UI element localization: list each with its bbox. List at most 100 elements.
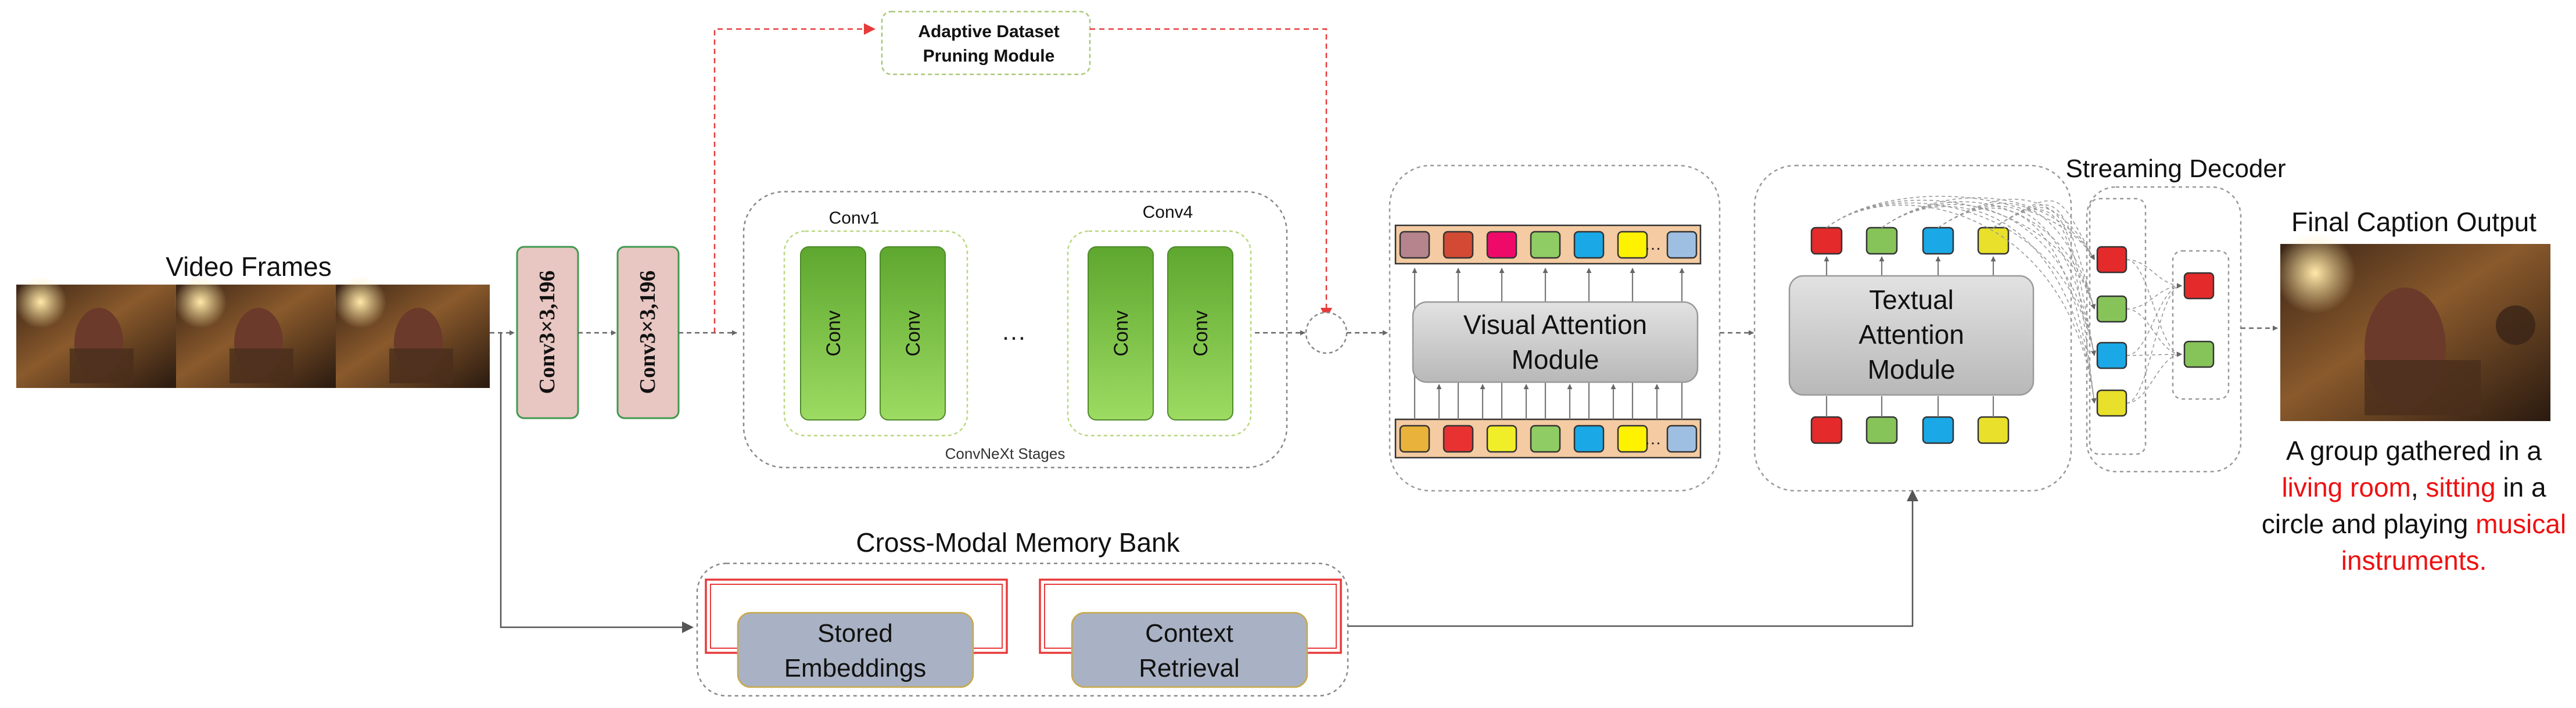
connector-arrow [500,333,694,633]
stored-embeddings-box: Stored Embeddings [737,612,974,688]
conv1-stage-frame [783,230,968,437]
connector-arrow [1348,490,1918,627]
text-token [1977,416,2010,444]
caption-highlight: musical [2475,509,2566,539]
memory-bank-container: Stored Embeddings Context Retrieval [696,562,1349,697]
decoder-token-column-2 [2183,272,2215,368]
textual-token-group-top [1810,227,2010,255]
decoder-curve [1881,204,2096,356]
final-caption-label: Final Caption Output [2291,207,2536,237]
convnext-stages-container: ConvNeXt Stages Conv1 Conv Conv … Conv4 … [742,191,1288,469]
stored-embeddings-line1: Stored [817,619,893,648]
decoder-token [2096,342,2127,369]
textual-attention-arrows [1824,256,1996,417]
decoder-curve [2126,351,2182,357]
fusion-node [1305,311,1348,354]
visual-attention-line1: Visual Attention [1463,310,1647,340]
visual-token-ellipsis-top: … [1644,235,1662,254]
visual-token [1443,425,1474,453]
decoder-curve [1938,199,2095,260]
pruning-arrow-up [713,23,876,333]
caption-highlight: living room [2281,472,2410,502]
textual-attention-line1: Textual [1869,285,1954,315]
conv-block-green: Conv [800,246,866,421]
caption-line-1: A group gathered in a [2286,436,2542,466]
convnext-ellipsis: … [1001,317,1027,346]
visual-token [1486,231,1517,259]
visual-token-group-bottom [1399,425,1698,453]
conv-block-green: Conv [880,246,946,421]
conv-block-green-label: Conv [902,310,924,356]
final-caption-image [2274,232,2550,421]
memory-bank-label: Cross-Modal Memory Bank [856,527,1180,558]
video-frames-label: Video Frames [166,251,332,282]
decoder-attention-curves [1826,196,2182,404]
visual-token [1617,231,1648,259]
visual-attention-line2: Module [1512,344,1599,375]
caption-line-3: circle and playing musical [2262,509,2566,539]
conv-block-label: Conv3×3,196 [535,271,559,394]
visual-token [1573,425,1605,453]
textual-attention-container: Textual Attention Module [1753,164,2072,492]
textual-attention-line2: Attention [1859,319,1964,350]
text-token [1865,416,1898,444]
text-token [1977,227,2010,255]
conv-block-2: Conv3×3,196 [616,246,680,419]
decoder-curve [2126,259,2182,289]
caption-text: in a [2496,472,2546,502]
visual-token-ellipsis-bottom: … [1644,429,1662,448]
conv-block-green-label: Conv [823,310,845,356]
textual-attention-module [1788,275,2035,396]
visual-token [1443,231,1474,259]
video-frame-thumbnail [174,276,336,388]
decoder-token [2096,389,2127,417]
visual-token [1617,425,1648,453]
visual-token [1530,425,1561,453]
visual-token [1486,425,1517,453]
decoder-curve [2126,259,2182,357]
conv-block-1: Conv3×3,196 [516,246,579,419]
text-token [1922,227,1954,255]
conv4-stage-label: Conv4 [1143,203,1193,222]
decoder-token [2183,340,2215,368]
visual-token [1666,425,1698,453]
video-frame-thumbnail [334,276,490,388]
conv-block-green-label: Conv [1190,310,1212,356]
convnext-stages-label: ConvNeXt Stages [945,445,1065,462]
conv-block-label: Conv3×3,196 [636,271,660,394]
adaptive-dataset-pruning-module: Adaptive Dataset Pruning Module [881,10,1091,76]
caption-text: circle and playing [2262,509,2475,539]
text-token [1810,416,1843,444]
visual-token [1573,231,1605,259]
pruning-arrow-down [1090,28,1332,319]
caption-line-4: instruments. [2341,545,2487,576]
context-retrieval-line1: Context [1145,619,1233,648]
decoder-curve [2126,283,2182,404]
conv-block-green: Conv [1088,246,1154,421]
decoder-curve [1826,204,2097,404]
video-frame-thumbnail [15,276,176,388]
streaming-decoder-container [1826,186,2242,473]
context-retrieval-box: Context Retrieval [1071,612,1308,688]
pruning-module-line1: Adaptive Dataset [918,22,1059,41]
visual-token [1530,231,1561,259]
conv1-stage-label: Conv1 [829,209,880,228]
visual-token-group-top [1399,231,1698,259]
caption-text: , [2411,472,2426,502]
decoder-curve [2126,283,2182,310]
final-caption-text: A group gathered in a living room, sitti… [2262,436,2566,576]
decoder-curve [1881,206,2097,404]
visual-attention-module [1412,301,1699,383]
decoder-curve [2126,351,2182,404]
conv-block-green-label: Conv [1110,310,1132,356]
decoder-token-column-1 [2096,246,2127,417]
decoder-token [2183,272,2215,300]
decoder-curve [1938,205,2096,356]
visual-token [1666,231,1698,259]
visual-token [1399,425,1430,453]
textual-attention-line3: Module [1868,354,1956,384]
decoder-token [2096,246,2127,274]
text-token [1810,227,1843,255]
decoder-column-frame-1 [2089,197,2147,455]
